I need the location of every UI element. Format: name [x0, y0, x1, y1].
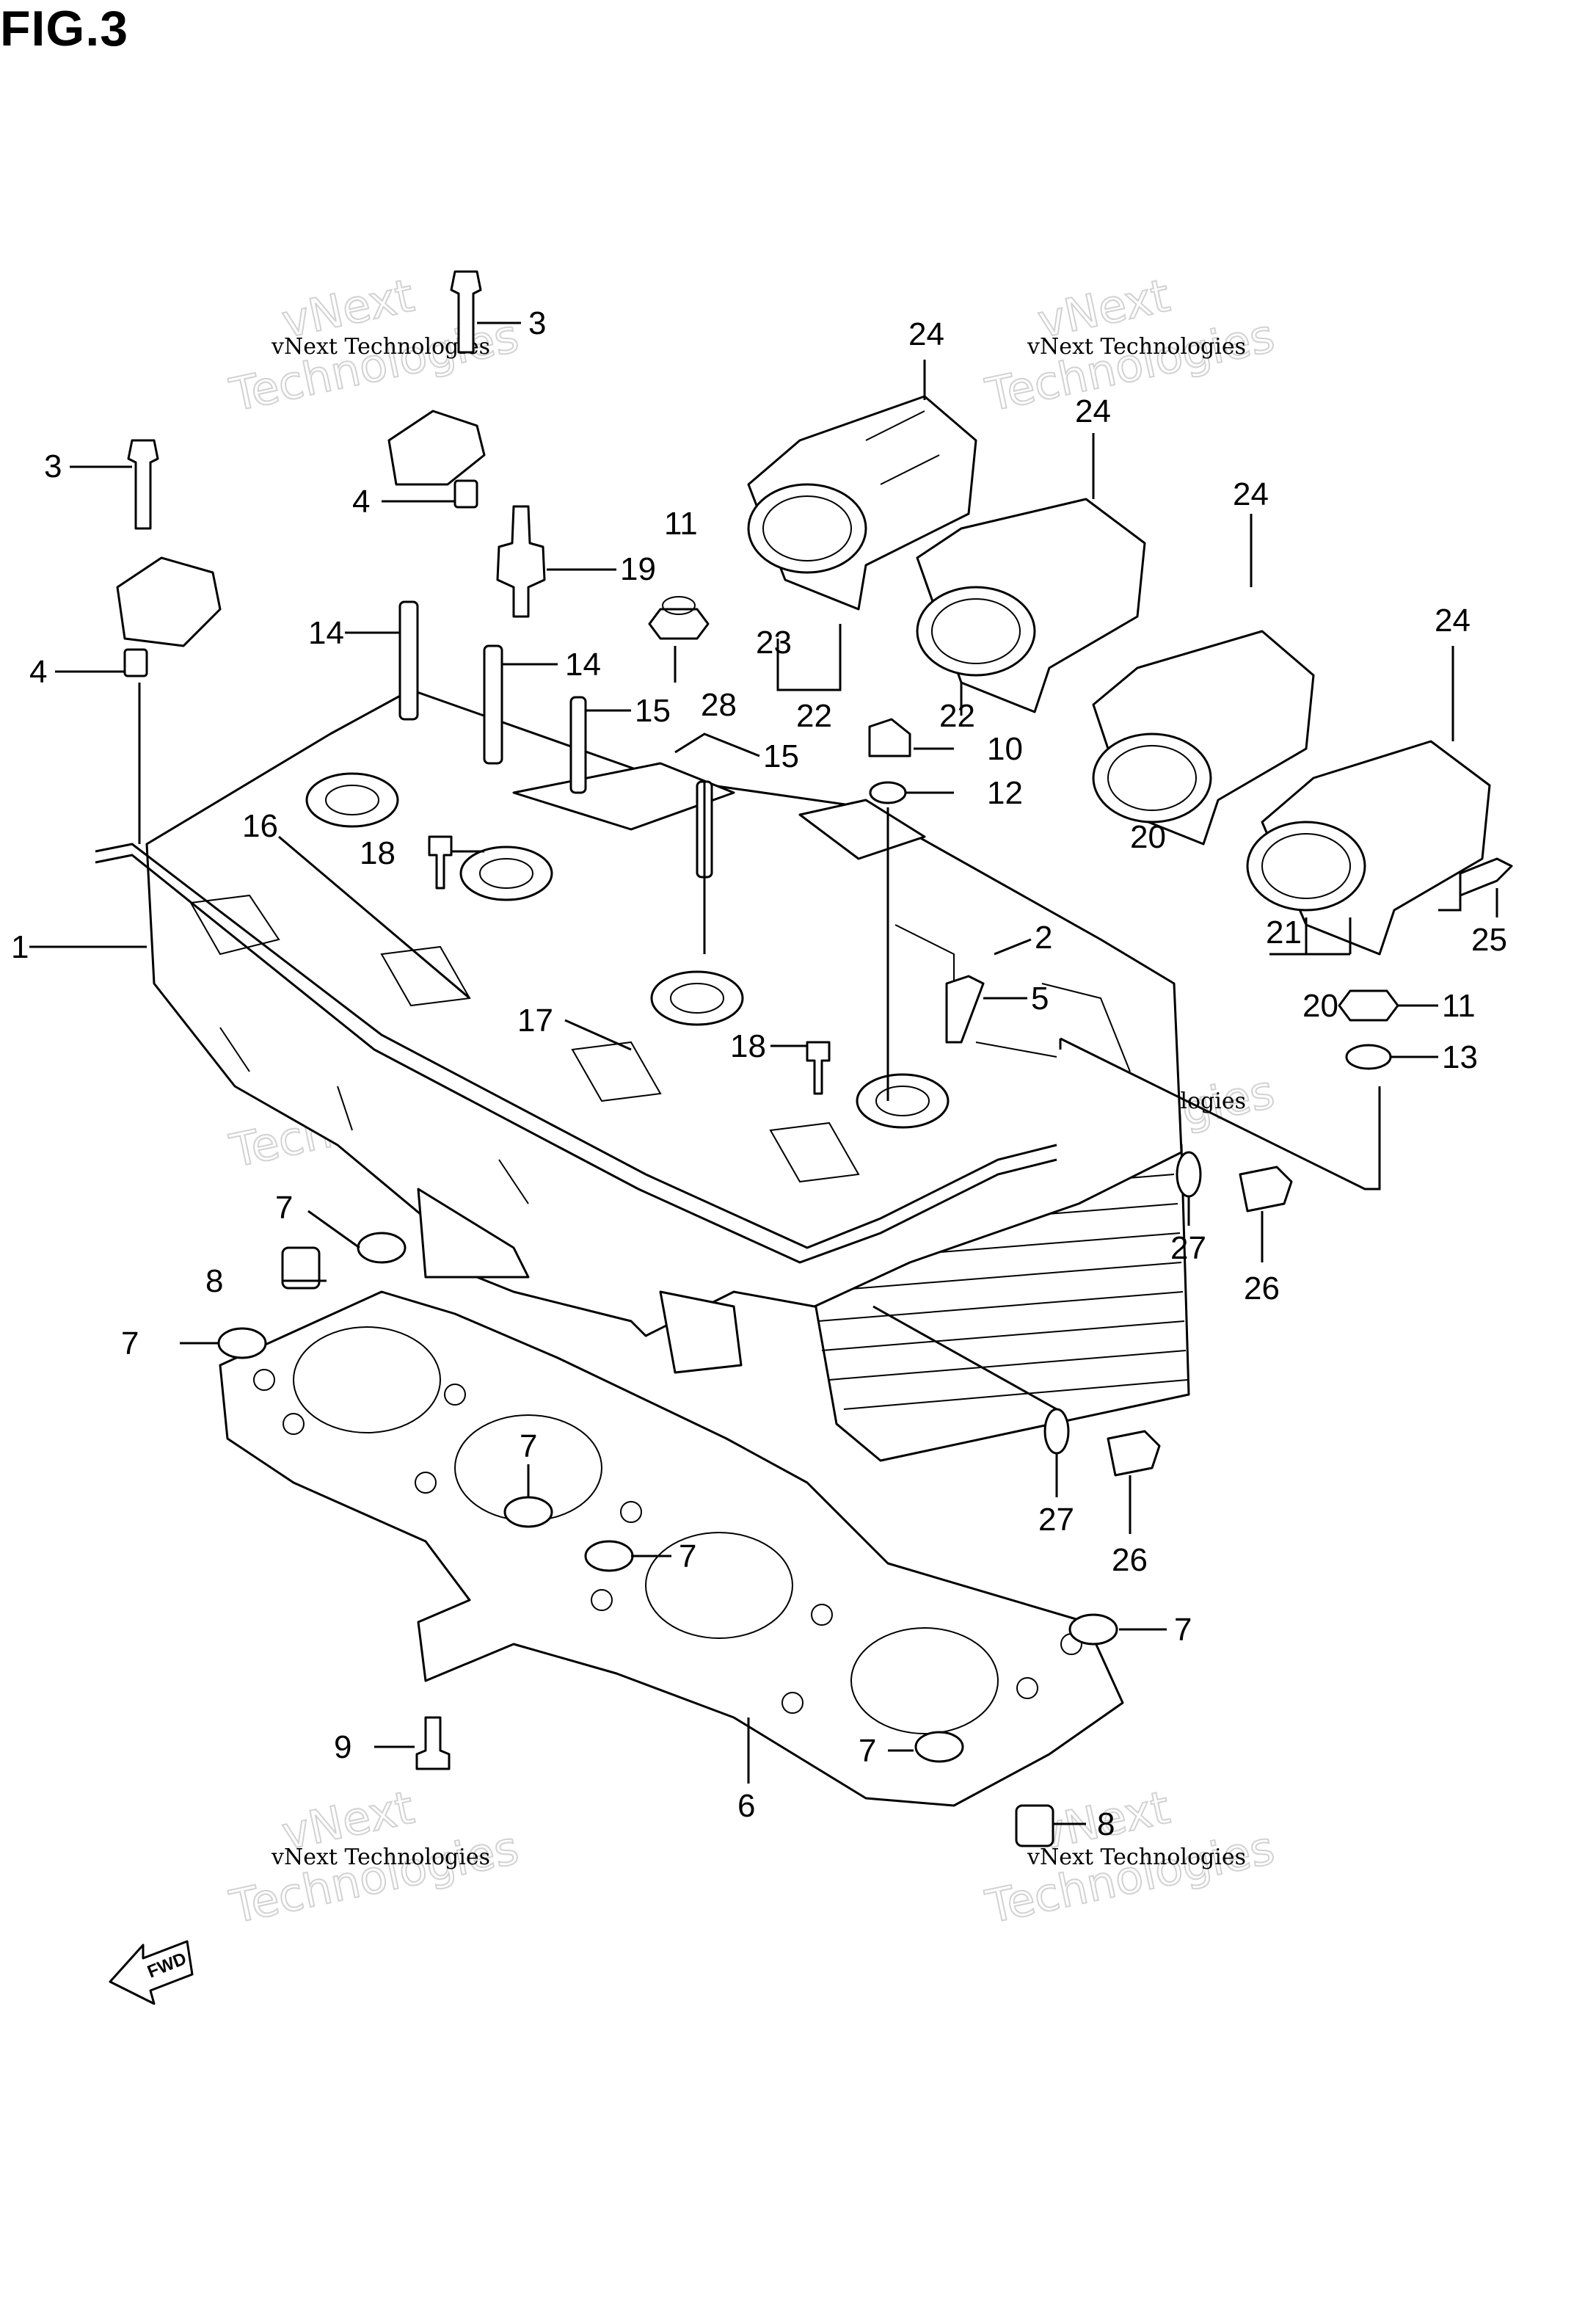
- callout-23: 23: [756, 625, 792, 661]
- intake-pipe-4: [1246, 740, 1491, 956]
- callout-22b: 22: [939, 698, 975, 734]
- callout-1: 1: [11, 929, 29, 965]
- callout-8a: 8: [205, 1263, 223, 1299]
- callout-24a: 24: [908, 316, 944, 352]
- callout-14a: 14: [308, 615, 344, 651]
- callout-3b: 3: [44, 448, 62, 484]
- callout-19: 19: [620, 551, 656, 587]
- head-gasket: [219, 1290, 1124, 1807]
- callout-26b: 26: [1112, 1542, 1148, 1578]
- callout-21: 21: [1266, 915, 1302, 950]
- callout-17: 17: [517, 1003, 553, 1039]
- small-parts: [116, 270, 1513, 1847]
- callout-4a: 4: [352, 484, 370, 520]
- watermark-bottom-left: vNext Technologies vNext Technologies: [225, 1780, 524, 1935]
- callout-18b: 18: [730, 1028, 766, 1064]
- callout-24d: 24: [1435, 603, 1471, 639]
- svg-text:vNext Technologies: vNext Technologies: [271, 1844, 490, 1870]
- callout-7b: 7: [121, 1326, 139, 1362]
- callout-11a: 11: [664, 506, 698, 542]
- watermark-bottom-right: vNext Technologies vNext Technologies: [980, 1780, 1280, 1935]
- callout-20b: 20: [1302, 988, 1338, 1024]
- callout-20a: 20: [1130, 819, 1166, 855]
- callout-16: 16: [242, 808, 278, 844]
- intake-pipes: [747, 395, 1491, 956]
- callout-27a: 27: [1170, 1230, 1206, 1266]
- intake-pipe-1: [747, 395, 977, 611]
- callout-7a: 7: [275, 1190, 293, 1226]
- svg-text:vNext Technologies: vNext Technologies: [1027, 334, 1246, 360]
- callout-7c: 7: [520, 1428, 537, 1464]
- callout-12: 12: [987, 775, 1023, 811]
- callout-27b: 27: [1038, 1502, 1074, 1538]
- intake-pipe-2: [916, 498, 1146, 713]
- cam-journals: [305, 762, 950, 1129]
- forward-arrow: FWD: [109, 1940, 194, 2005]
- callout-15b: 15: [763, 738, 799, 774]
- callout-8b: 8: [1097, 1806, 1115, 1842]
- callout-10: 10: [987, 731, 1023, 767]
- callout-6: 6: [737, 1788, 755, 1824]
- callout-26a: 26: [1244, 1270, 1280, 1306]
- leader-lines: [29, 321, 1498, 1825]
- callout-2: 2: [1035, 920, 1052, 956]
- callout-11b: 11: [1442, 988, 1476, 1024]
- intake-pipe-3: [1092, 630, 1315, 846]
- svg-text:vNext Technologies: vNext Technologies: [1027, 1844, 1246, 1870]
- watermark-top-right: vNext Technologies vNext Technologies: [980, 268, 1280, 423]
- callout-5: 5: [1031, 981, 1049, 1017]
- svg-text:vNext Technologies: vNext Technologies: [271, 334, 490, 360]
- callout-15a: 15: [635, 693, 671, 729]
- callout-labels: 3 3 4 4 19 14 14 15 15 28 11 10 12 16 18…: [11, 305, 1507, 1842]
- callout-7f: 7: [859, 1733, 876, 1769]
- callout-9: 9: [334, 1729, 351, 1765]
- cylinder-head: [95, 688, 1190, 1462]
- callout-24c: 24: [1233, 476, 1269, 512]
- callout-28: 28: [701, 687, 737, 723]
- callout-22a: 22: [796, 698, 832, 734]
- callout-25: 25: [1471, 922, 1507, 958]
- callout-24b: 24: [1075, 393, 1111, 429]
- callout-7d: 7: [679, 1538, 696, 1574]
- callout-18a: 18: [360, 835, 396, 871]
- callout-13: 13: [1442, 1039, 1478, 1075]
- figure-title: FIG.3: [0, 1, 129, 57]
- callout-4b: 4: [29, 654, 47, 690]
- callout-3a: 3: [528, 305, 546, 341]
- callout-14b: 14: [565, 647, 601, 683]
- callout-7e: 7: [1174, 1612, 1192, 1648]
